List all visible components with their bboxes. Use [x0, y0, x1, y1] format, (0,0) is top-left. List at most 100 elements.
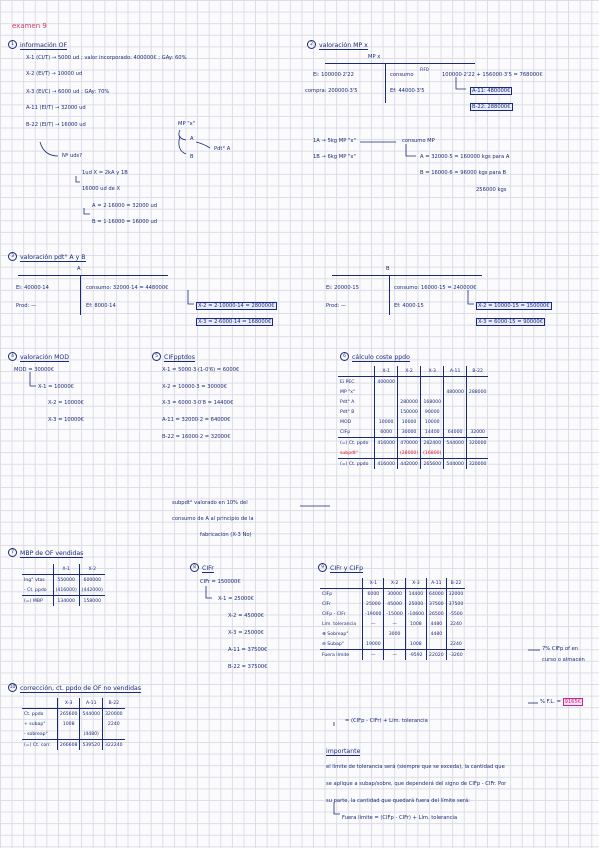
row-label: CIFp - CIFr [322, 611, 346, 617]
table-header: X-3 [404, 578, 427, 589]
table-header: B-22 [465, 366, 489, 377]
text-line: X-3 = 6000·3·0'8 = 14400€ [162, 400, 234, 406]
table-row: - Ct. ppdo(416000)(442000) [22, 585, 105, 596]
text-line: X-2 = 45000€ [228, 613, 264, 619]
row-label: - sobreap° [24, 731, 48, 737]
table-header: B-22 [101, 698, 125, 709]
text-line: 100000·2'22 + 156000·3'5 = 768000€ [442, 72, 543, 78]
row-label: ⊖ Subap° [322, 641, 345, 647]
table-cell: 6000 [362, 588, 384, 599]
text-line: Ei: 20000·15 [326, 285, 359, 291]
table-header: A-11 [79, 698, 103, 709]
table-corner [320, 578, 363, 589]
arrow [83, 208, 90, 215]
arrow [467, 290, 474, 305]
table-cell: 10000 [420, 417, 444, 427]
table-cell: 288000 [465, 387, 489, 397]
boxed-value: X-2 = 2·10000·14 = 280000€ [196, 302, 277, 310]
text-line: B-22: 288000€ [470, 103, 513, 111]
text-line: MP "x" [178, 121, 196, 127]
table-corner [22, 564, 54, 575]
fl-value: 9165€ [562, 698, 584, 706]
text-line: Prod: — [326, 303, 347, 309]
section-title: CIFr y CIFp [330, 564, 364, 573]
table-header: X-3 [56, 698, 80, 709]
arrow [333, 802, 340, 815]
page-title: examen 9 [12, 22, 47, 30]
text-line: B-22 = 37500€ [228, 664, 268, 670]
table-cell: -5500 [445, 609, 466, 619]
table-cell: 26500 [426, 609, 447, 619]
text-line: 1ud X = 2kA y 1B [82, 170, 128, 176]
table-cell [465, 417, 489, 427]
text-line: fabricación (X-3 No) [200, 532, 252, 538]
table-cell: 280000 [396, 397, 421, 407]
table-header: X-2 [383, 578, 406, 589]
text-line: 256000 kgs [476, 187, 507, 193]
text-line: consumo [390, 72, 414, 78]
text-line: compra: 200000·3'5 [305, 88, 358, 94]
table-cell: (28000) [396, 448, 421, 459]
table-cell: 400000 [374, 376, 398, 387]
text-line: = (CIFp - CIFr) + Lím. tolerancia [345, 718, 428, 724]
table-cell: 4480 [426, 629, 447, 639]
text-line: B-22 (EI/T) → 16000 ud [26, 122, 86, 128]
table-cell [443, 407, 467, 417]
table-cell: 320000 [101, 708, 125, 719]
text-line: Nº uds? [62, 153, 83, 159]
text-line: subpdt° valorado en 10% del [172, 500, 248, 506]
table-cell: 30000 [383, 588, 406, 599]
section-number: 10 [8, 683, 17, 692]
table-cell [374, 387, 398, 397]
table-cell: 416000 [374, 437, 398, 448]
text-line: Ei: 40000·14 [16, 285, 49, 291]
table-cell: 37500 [426, 599, 447, 609]
text-line: B-22 = 16000·2 = 32000€ [162, 434, 231, 440]
table-cell: 320000 [465, 437, 489, 448]
table-cell [443, 448, 467, 459]
table-cell: 168000 [420, 397, 444, 407]
importante-heading: importante [326, 748, 361, 756]
arrow [405, 144, 416, 157]
section-number: 2 [307, 40, 316, 49]
section-number: 8 [190, 563, 199, 572]
account-header: MP x [368, 54, 381, 60]
table-cell [445, 629, 466, 639]
table-cell: — [383, 619, 406, 629]
text-line: B [190, 154, 194, 160]
row-label: Pdt° B [340, 409, 355, 415]
row-label: CIFp [322, 591, 333, 597]
table-cell [420, 376, 444, 387]
section-number: 4 [8, 352, 17, 361]
row-label: ⊕ Sobreap° [322, 631, 349, 637]
fl-label: % F.L. = [540, 699, 563, 705]
table-cell: 14400 [404, 588, 427, 599]
table-cell: -9592 [404, 649, 427, 660]
table-cell: 4480 [426, 619, 447, 629]
text-line: Ef: 4000·15 [394, 303, 424, 309]
table-cell [443, 376, 467, 387]
table-cell: 158000 [78, 595, 105, 606]
table-header: X-2 [78, 564, 105, 575]
text-line: MOD = 30000€ [14, 367, 55, 373]
t-account-top [325, 63, 475, 64]
text-line: FIFO [420, 67, 429, 72]
table-cell: 64000 [443, 427, 467, 438]
text-line: A-11 = 37500€ [228, 647, 268, 653]
table-cell: 6000 [374, 427, 398, 438]
section-number: 5 [152, 352, 161, 361]
row-label: CIFr [322, 601, 331, 607]
text-line: % F.L. = 9165€ [540, 698, 584, 706]
row-label: MP "x" [340, 389, 356, 395]
text-line: X-3 = 6000·15 = 90000€ [476, 318, 546, 326]
